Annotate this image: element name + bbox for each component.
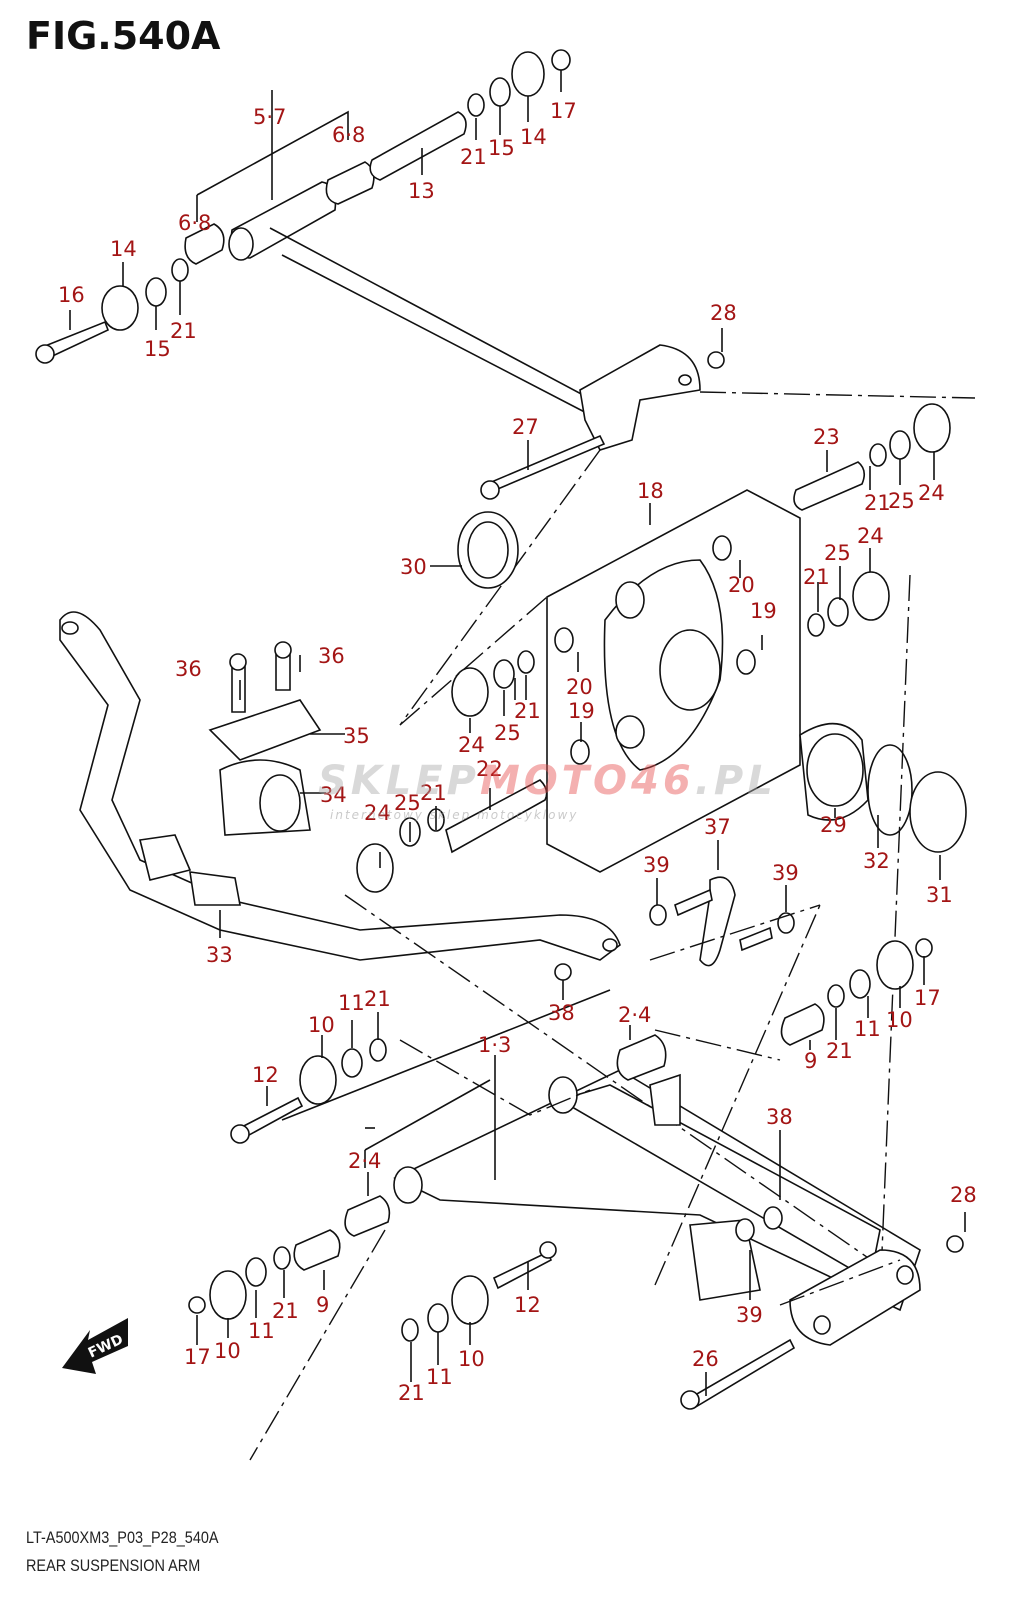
- callout-label: 24: [857, 524, 884, 548]
- callout-label: 21: [826, 1039, 853, 1063]
- callout-label: 29: [820, 813, 847, 837]
- callout-label: 15: [488, 136, 515, 160]
- callout-label: 11: [248, 1319, 275, 1343]
- callout-label: 24: [918, 481, 945, 505]
- callout-label: 39: [772, 861, 799, 885]
- watermark-brand-left: SKLEP: [318, 758, 480, 804]
- callout-label: 24: [458, 733, 485, 757]
- callout-label: 5·7: [253, 105, 286, 129]
- callout-label: 1·3: [478, 1033, 511, 1057]
- callout-label: 19: [750, 599, 777, 623]
- knuckle-assembly: [356, 403, 967, 1301]
- callout-label: 9: [804, 1049, 817, 1073]
- callout-label: 25: [494, 721, 521, 745]
- callout-label: 17: [550, 99, 577, 123]
- callout-label: 10: [214, 1339, 241, 1363]
- figure-title: FIG.540A: [26, 14, 221, 58]
- callout-label: 21: [460, 145, 487, 169]
- callout-label: 9: [316, 1293, 329, 1317]
- callout-label: 14: [110, 237, 137, 261]
- callout-label: 10: [458, 1347, 485, 1371]
- callout-label: 11: [854, 1017, 881, 1041]
- callout-label: 21: [170, 319, 197, 343]
- callout-label: 35: [343, 724, 370, 748]
- callout-label: 2·4: [618, 1003, 651, 1027]
- callout-label: 6·8: [332, 123, 365, 147]
- callout-label: 11: [338, 991, 365, 1015]
- callout-label: 21: [864, 491, 891, 515]
- callout-label: 6·8: [178, 211, 211, 235]
- callout-label: 22: [476, 757, 503, 781]
- callout-label: 19: [568, 699, 595, 723]
- callout-label: 20: [728, 573, 755, 597]
- watermark-tagline: internetowy sklep motocyklowy: [330, 808, 579, 822]
- callout-label: 21: [398, 1381, 425, 1405]
- callout-label: 11: [426, 1365, 453, 1389]
- callout-label: 24: [364, 801, 391, 825]
- callout-label: 17: [914, 986, 941, 1010]
- fwd-arrow-icon: FWD: [62, 1318, 128, 1374]
- callout-label: 25: [888, 489, 915, 513]
- callout-label: 21: [364, 987, 391, 1011]
- callout-label: 31: [926, 883, 953, 907]
- figure-name: REAR SUSPENSION ARM: [26, 1556, 201, 1575]
- callout-label: 38: [766, 1105, 793, 1129]
- callout-label: 23: [813, 425, 840, 449]
- callout-label: 15: [144, 337, 171, 361]
- figure-code: LT-A500XM3_P03_P28_540A: [26, 1528, 219, 1547]
- callout-labels: 5·7 6·8 6·8 13 21 15 14 17 14 16 15 21 2…: [58, 99, 977, 1405]
- leader-lines: [69, 70, 966, 1396]
- watermark-brand-right: MOTO46: [479, 758, 695, 804]
- pivot-shaft-assembly: [35, 49, 976, 726]
- callout-label: 21: [514, 699, 541, 723]
- callout-label: 20: [566, 675, 593, 699]
- callout-label: 32: [863, 849, 890, 873]
- callout-label: 30: [400, 555, 427, 579]
- callout-label: 34: [320, 783, 347, 807]
- callout-label: 13: [408, 179, 435, 203]
- callout-label: 18: [637, 479, 664, 503]
- callout-label: 37: [704, 815, 731, 839]
- callout-label: 17: [184, 1345, 211, 1369]
- watermark-domain: .PL: [694, 758, 777, 804]
- callout-label: 10: [308, 1013, 335, 1037]
- watermark-logo: SKLEPMOTO46.PL: [318, 758, 777, 804]
- callout-label: 36: [175, 657, 202, 681]
- callout-label: 28: [710, 301, 737, 325]
- callout-label: 21: [272, 1299, 299, 1323]
- callout-label: 26: [692, 1347, 719, 1371]
- callout-label: 25: [824, 541, 851, 565]
- lower-arm: [188, 904, 964, 1461]
- callout-label: 27: [512, 415, 539, 439]
- callout-label: 28: [950, 1183, 977, 1207]
- callout-label: 21: [803, 565, 830, 589]
- callout-label: 36: [318, 644, 345, 668]
- callout-label: 39: [736, 1303, 763, 1327]
- callout-label: 12: [252, 1063, 279, 1087]
- callout-label: 25: [394, 791, 421, 815]
- callout-label: 21: [420, 781, 447, 805]
- callout-label: 16: [58, 283, 85, 307]
- callout-label: 33: [206, 943, 233, 967]
- callout-label: 2·4: [348, 1149, 381, 1173]
- callout-label: 10: [886, 1008, 913, 1032]
- callout-label: 14: [520, 125, 547, 149]
- callout-label: 39: [643, 853, 670, 877]
- callout-label: 12: [514, 1293, 541, 1317]
- callout-label: 38: [548, 1001, 575, 1025]
- stabilizer-bar: [59, 611, 901, 1281]
